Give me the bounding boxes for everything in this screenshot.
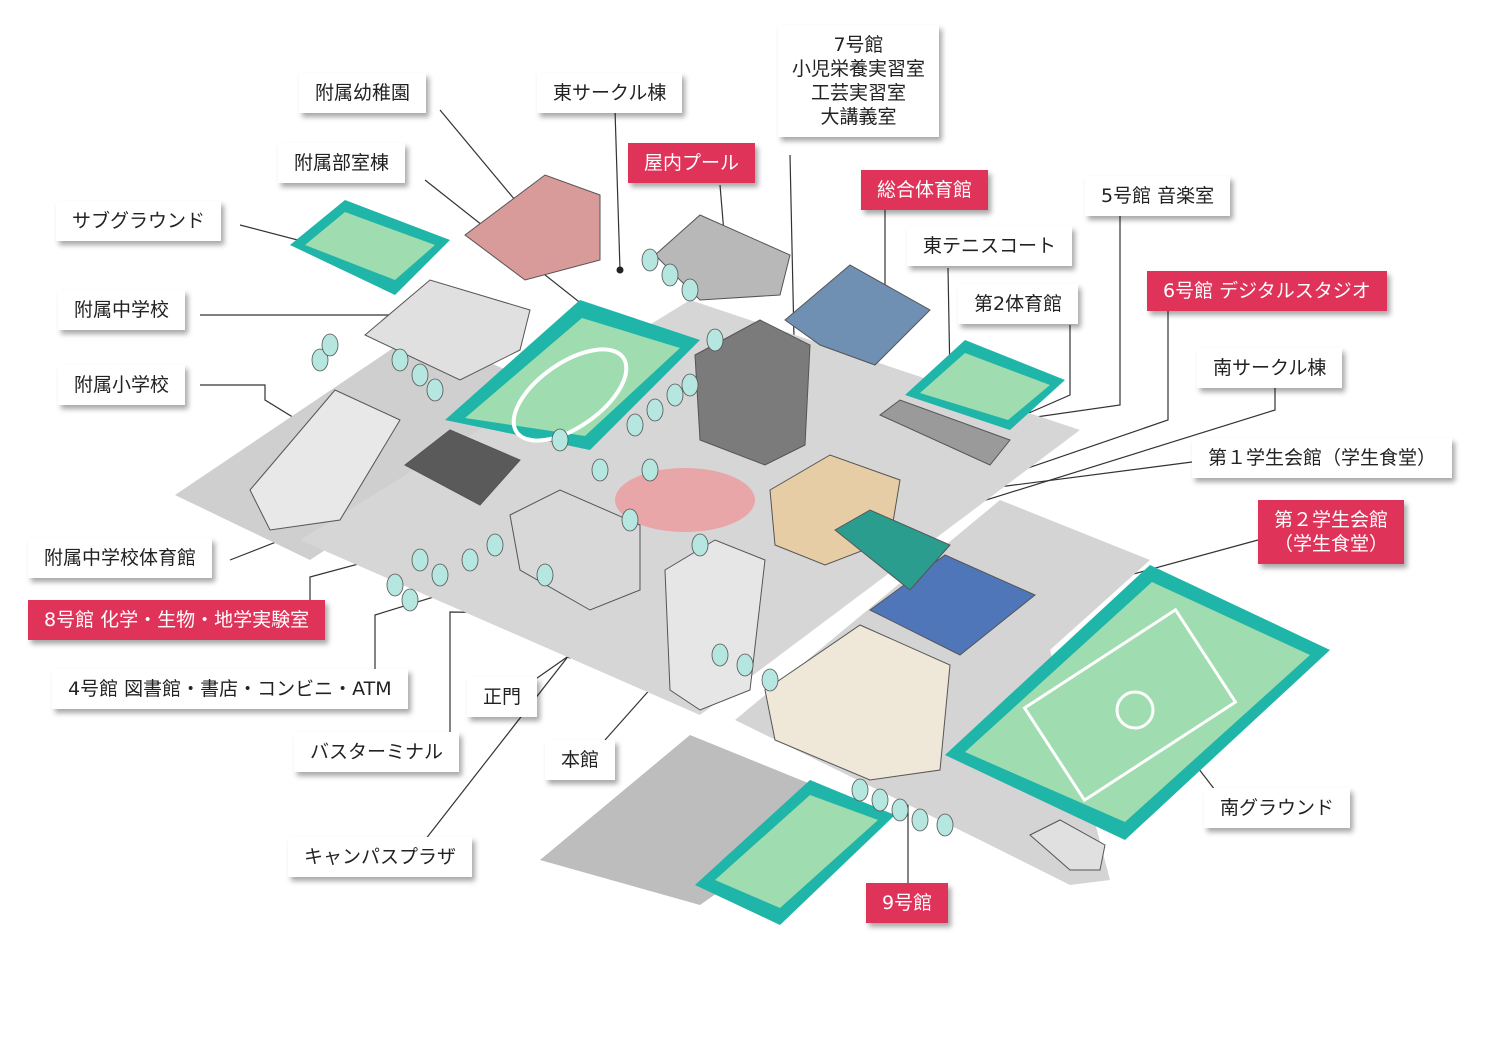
tree-icon — [386, 573, 404, 597]
tree-icon — [311, 348, 329, 372]
indoor-pool-building — [654, 214, 791, 301]
label-fuzoku-chugakko-taiikukan[interactable]: 附属中学校体育館 — [28, 538, 213, 578]
sub-ground-field — [305, 212, 435, 280]
dai2-taiikukan-building — [879, 399, 1011, 466]
honkan-building — [664, 539, 766, 711]
label-bldg9[interactable]: 9号館 — [866, 883, 949, 923]
label-bldg4[interactable]: 4号館 図書館・書店・コンビニ・ATM — [52, 669, 408, 709]
tree-icon — [646, 398, 664, 422]
south-ground-lines — [1022, 607, 1238, 803]
fuzoku-yochien-building — [464, 174, 601, 281]
tree-icon — [936, 813, 954, 837]
label-campus-plaza[interactable]: キャンパスプラザ — [288, 837, 473, 877]
tree-icon — [706, 328, 724, 352]
tree-icon — [591, 458, 609, 482]
tree-icon — [736, 653, 754, 677]
bldg7-line-3: 工芸実習室 — [811, 82, 907, 104]
bldg7-line-4: 大講義室 — [820, 106, 897, 128]
tree-icon — [691, 533, 709, 557]
label-honkan[interactable]: 本館 — [545, 740, 616, 780]
label-higashi-tennis[interactable]: 東テニスコート — [907, 226, 1073, 266]
bldg9-building — [764, 624, 951, 781]
east-tennis-inner — [920, 353, 1050, 420]
label-sub-ground[interactable]: サブグラウンド — [56, 201, 222, 241]
campus-plaza-building — [834, 509, 951, 591]
south-ground-center — [1115, 690, 1155, 730]
bldg7-building — [694, 319, 811, 466]
tree-icon — [851, 778, 869, 802]
fuzoku-chugakko-building — [364, 279, 531, 381]
parking-south — [540, 735, 850, 905]
tree-icon — [641, 458, 659, 482]
label-fuzoku-yochien[interactable]: 附属幼稚園 — [299, 73, 427, 113]
tree-icon — [426, 378, 444, 402]
bldg7-line-2: 小児栄養実習室 — [792, 58, 926, 80]
tree-icon — [536, 563, 554, 587]
label-minami-ground[interactable]: 南グラウンド — [1204, 788, 1351, 828]
tree-icon — [621, 508, 639, 532]
central-track-oval — [511, 347, 629, 443]
leader-dot-higashi-circle — [616, 266, 624, 274]
south-ground-field — [965, 582, 1310, 822]
fuzoku-shogakko-building — [249, 389, 401, 531]
tree-icon — [431, 563, 449, 587]
leader-higashi-circle — [614, 109, 621, 271]
tree-icon — [411, 363, 429, 387]
tree-icon — [666, 383, 684, 407]
tree-icon — [461, 548, 479, 572]
tree-icon — [681, 278, 699, 302]
gakusei2-line-1: 第２学生会館 — [1274, 509, 1389, 531]
tree-icon — [911, 808, 929, 832]
tree-icon — [871, 788, 889, 812]
tree-icon — [321, 333, 339, 357]
tree-icon — [711, 643, 729, 667]
tree-icon — [661, 263, 679, 287]
label-seimon[interactable]: 正門 — [467, 677, 538, 717]
plaza-circle — [615, 468, 755, 532]
gakusei2-line-2: （学生食堂） — [1274, 533, 1389, 555]
tree-icon — [641, 248, 659, 272]
tree-icon — [891, 798, 909, 822]
buildings — [249, 174, 1106, 871]
tree-icon — [761, 668, 779, 692]
sogo-taiikukan-building — [784, 264, 931, 366]
label-fuzoku-shogakko[interactable]: 附属小学校 — [58, 365, 186, 405]
label-bldg6[interactable]: 6号館 デジタルスタジオ — [1147, 271, 1387, 311]
fuzoku-chugakko-taiikukan-building — [404, 429, 521, 506]
label-fuzoku-chugakko[interactable]: 附属中学校 — [58, 290, 186, 330]
label-sogo-taiikukan[interactable]: 総合体育館 — [861, 170, 989, 210]
tree-icon — [681, 373, 699, 397]
south-tennis-inner — [715, 795, 878, 908]
tree-icon — [551, 428, 569, 452]
minami-circle-building — [1029, 819, 1106, 871]
trees — [311, 248, 954, 837]
leader-minami-circle — [889, 388, 1276, 531]
tree-icon — [626, 413, 644, 437]
bldg7-line-1: 7号館 — [833, 34, 884, 56]
label-bldg8[interactable]: 8号館 化学・生物・地学実験室 — [28, 600, 326, 640]
label-gakusei1[interactable]: 第１学生会館（学生食堂） — [1192, 438, 1453, 478]
label-higashi-circle[interactable]: 東サークル棟 — [537, 73, 683, 113]
label-bus-terminal[interactable]: バスターミナル — [294, 732, 460, 772]
label-dai2-taiikukan[interactable]: 第2体育館 — [958, 284, 1079, 324]
label-minami-circle[interactable]: 南サークル棟 — [1197, 348, 1343, 388]
label-bldg7[interactable]: 7号館 小児栄養実習室 工芸実習室 大講義室 — [778, 25, 940, 137]
tree-icon — [411, 548, 429, 572]
label-fuzoku-bushitsu[interactable]: 附属部室棟 — [278, 143, 406, 183]
tree-icon — [486, 533, 504, 557]
tree-icon — [401, 588, 419, 612]
label-bldg5[interactable]: 5号館 音楽室 — [1085, 176, 1231, 216]
label-gakusei2[interactable]: 第２学生会館 （学生食堂） — [1258, 500, 1405, 564]
label-okunai-pool[interactable]: 屋内プール — [628, 143, 756, 183]
tree-icon — [391, 348, 409, 372]
